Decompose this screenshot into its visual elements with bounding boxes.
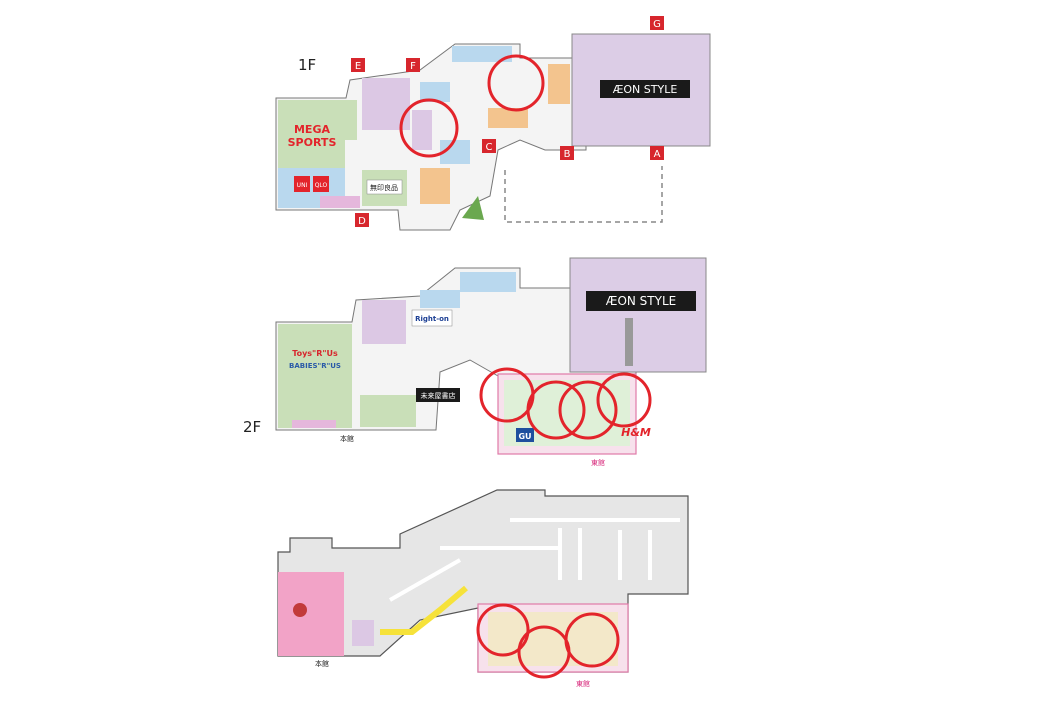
1f-store-orange-c	[548, 64, 570, 104]
2f-store-blue-b	[460, 272, 516, 292]
right-on-store[interactable]: Right-on	[411, 309, 453, 327]
2f-store-purple	[362, 300, 406, 344]
3f-pink-store[interactable]	[278, 572, 344, 656]
entrance-b-label: B	[564, 149, 571, 160]
1f-store-pink	[320, 196, 360, 208]
highlight-circle-2f-b	[526, 380, 586, 440]
muji-label: 無印良品	[370, 183, 398, 192]
entrance-c-label: C	[486, 142, 493, 153]
entrance-e-label: E	[355, 61, 361, 72]
higashikan-label-3f: 東館	[576, 679, 590, 688]
entrance-a[interactable]: A	[650, 146, 664, 160]
3f-store-purple	[352, 620, 374, 646]
highlight-circle-1f-b	[399, 98, 459, 158]
highlight-circle-1f-a	[487, 54, 545, 112]
aeon-style-2f[interactable]: ÆON STYLE	[569, 257, 707, 373]
1f-store-purple-b	[412, 110, 432, 150]
1f-green-area	[462, 196, 484, 220]
entrance-g-label: G	[653, 19, 661, 30]
entrance-b[interactable]: B	[560, 146, 574, 160]
uniqlo-logo-1: UNI	[297, 182, 308, 189]
mega-sports-line1: MEGA	[294, 123, 330, 136]
aeon-style-2f-label: ÆON STYLE	[606, 294, 676, 308]
1f-store-blue-top	[452, 46, 512, 62]
entrance-d[interactable]: D	[355, 213, 369, 227]
floor-label-2f: 2F	[243, 418, 262, 436]
aeon-style-1f-label: ÆON STYLE	[613, 83, 678, 96]
uniqlo-logo-2: QLO	[315, 182, 328, 189]
right-on-label: Right-on	[415, 315, 449, 323]
highlight-circle-3f-a	[476, 603, 530, 657]
entrance-a-label: A	[654, 149, 661, 160]
floor-1f-map: MEGA SPORTS UNI QLO 無印良品	[275, 16, 711, 231]
bookstore-label: 未来屋書店	[421, 391, 456, 400]
2f-store-green	[360, 395, 416, 427]
parking-stripes	[389, 518, 680, 602]
floor-label-1f: 1F	[298, 56, 317, 74]
aeon-style-1f[interactable]: ÆON STYLE	[571, 33, 711, 147]
highlight-circle-3f-c	[564, 612, 620, 668]
hm-logo: H&M	[621, 426, 651, 439]
highlight-circle-2f-c	[558, 380, 618, 440]
floor-2f-map: Toys"R"Us BABIES"R"US Right-on 未来屋書店 ÆON…	[275, 257, 707, 467]
entrance-c[interactable]: C	[482, 139, 496, 153]
1f-store-orange-a	[420, 168, 450, 204]
walking-route	[380, 585, 468, 635]
highlight-circle-2f-d	[596, 372, 652, 428]
toysrus-label: Toys"R"Us	[292, 349, 338, 358]
bookstore[interactable]: 未来屋書店	[416, 388, 460, 402]
higashikan-label-2f: 東館	[591, 458, 605, 467]
entrance-e[interactable]: E	[351, 58, 365, 72]
entrance-g[interactable]: G	[650, 16, 664, 30]
floor-3f-map: 本館 東館	[277, 489, 689, 688]
entrance-f-label: F	[410, 61, 416, 72]
mega-sports-store[interactable]: MEGA SPORTS	[278, 100, 345, 168]
1f-parking-dashed	[504, 166, 663, 223]
toysrus-store[interactable]: Toys"R"Us BABIES"R"US	[278, 324, 352, 428]
mega-sports-line2: SPORTS	[288, 136, 337, 149]
2f-store-blue-a	[420, 290, 460, 308]
muji-store[interactable]: 無印良品	[362, 170, 407, 206]
babiesrus-label: BABIES"R"US	[289, 362, 341, 370]
1f-store-small	[345, 100, 357, 140]
3f-store-logo	[293, 603, 307, 617]
gu-logo: GU	[518, 432, 531, 441]
entrance-d-label: D	[358, 216, 366, 227]
1f-store-orange-b	[488, 108, 528, 128]
1f-store-blue-a	[420, 82, 450, 102]
honkan-label-2f: 本館	[340, 434, 354, 443]
honkan-label-3f: 本館	[315, 659, 329, 668]
entrance-f[interactable]: F	[406, 58, 420, 72]
